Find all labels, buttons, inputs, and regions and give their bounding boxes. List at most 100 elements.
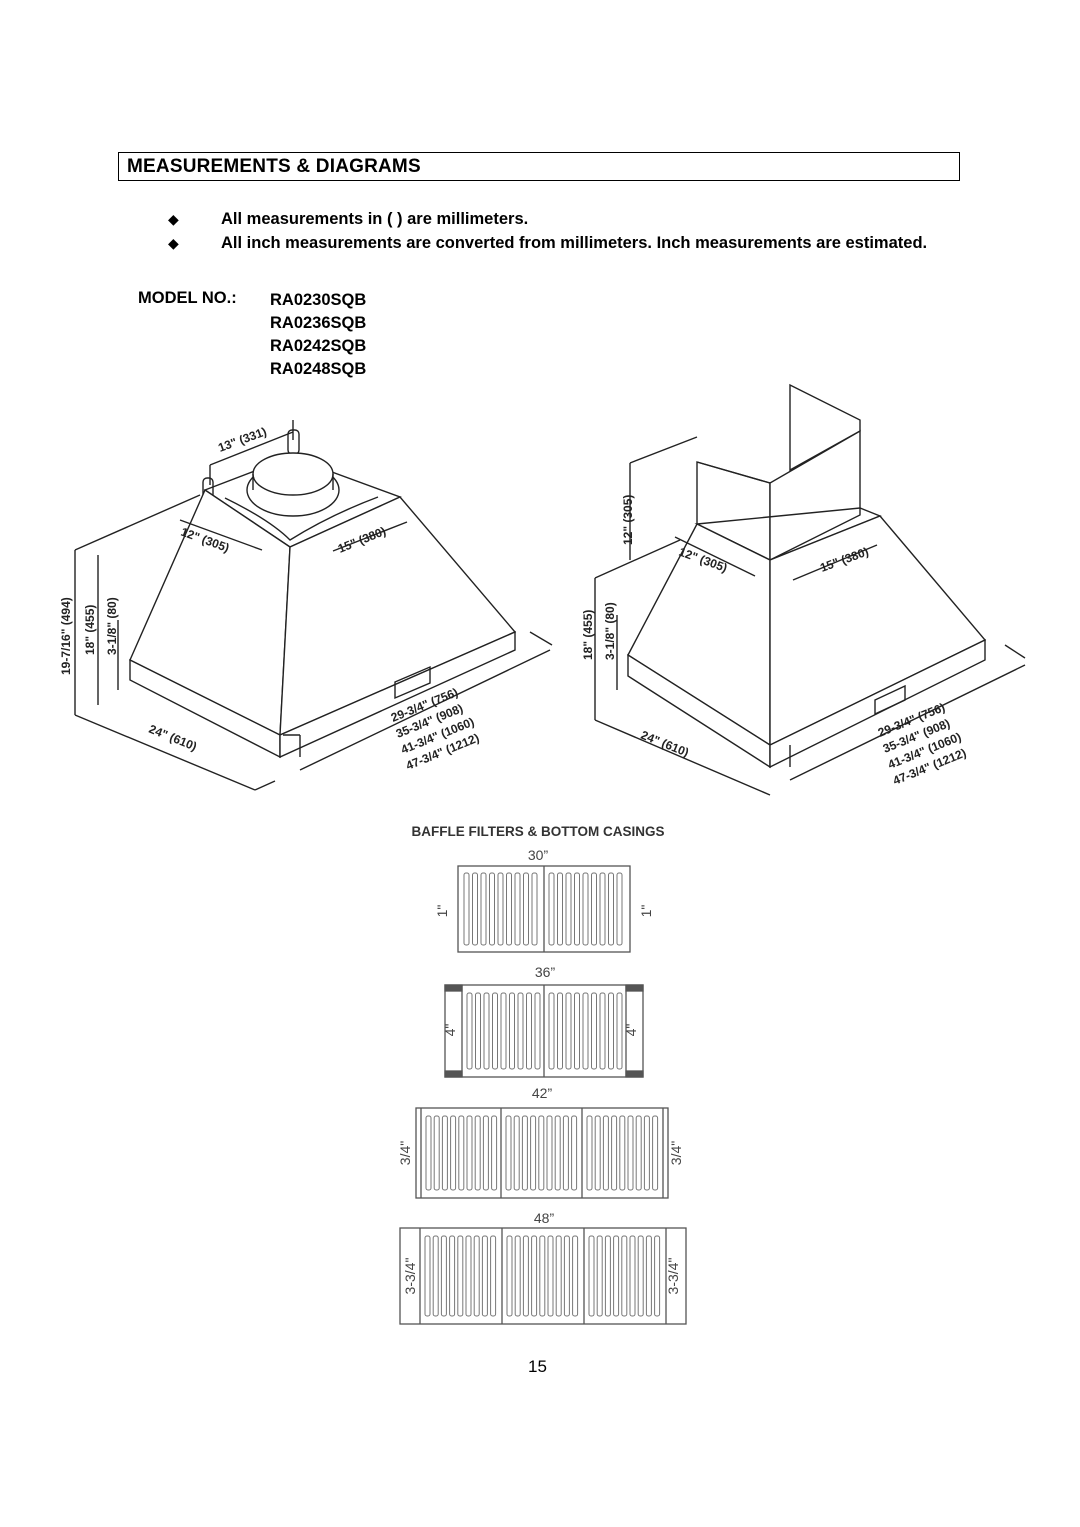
baffle-slot — [635, 1115, 642, 1191]
filter-side-label: 4" — [623, 1024, 639, 1037]
baffle-slot — [565, 992, 572, 1070]
baffle-slot — [616, 992, 623, 1070]
baffle-slot — [602, 1115, 609, 1191]
filter-width-label: 36” — [535, 964, 556, 980]
baffle-slot — [571, 1115, 578, 1191]
filter-side-label: 3/4" — [397, 1141, 413, 1165]
baffle-slot — [604, 1235, 611, 1317]
dimension-label: 12" (305) — [621, 495, 635, 545]
baffle-slot — [481, 1235, 488, 1317]
note-text: All inch measurements are converted from… — [221, 234, 928, 252]
baffle-slot — [513, 1115, 520, 1191]
baffle-slot — [514, 1235, 521, 1317]
baffle-slot — [474, 1115, 481, 1191]
baffle-slot — [608, 992, 614, 1070]
baffle-slot — [463, 872, 470, 946]
baffle-slot — [466, 1115, 473, 1191]
baffle-slot — [562, 1115, 569, 1191]
baffle-slot — [611, 1115, 618, 1191]
baffle-slot — [424, 1235, 431, 1317]
baffle-slot — [539, 1235, 546, 1317]
baffle-slot — [465, 1235, 472, 1317]
baffle-slot — [565, 872, 572, 946]
baffle-slot — [596, 1235, 603, 1317]
baffle-slot — [594, 1115, 601, 1191]
dimension-label: 19-7/16" (494) — [59, 597, 73, 675]
baffle-slot — [521, 1115, 528, 1191]
section-title: MEASUREMENTS & DIAGRAMS — [127, 156, 421, 177]
baffle-slot — [425, 1115, 432, 1191]
dimension-label: 3-1/8" (80) — [603, 602, 617, 660]
model-list: RA0230SQB RA0236SQB RA0242SQB RA0248SQB — [270, 289, 366, 381]
section-header: MEASUREMENTS & DIAGRAMS — [118, 152, 960, 181]
baffle-slot — [450, 1115, 457, 1191]
baffle-slot — [449, 1235, 456, 1317]
baffle-slot — [582, 872, 589, 946]
model-number: RA0248SQB — [270, 360, 367, 378]
filters-title: BAFFLE FILTERS & BOTTOM CASINGS — [412, 824, 665, 839]
baffle-slot — [654, 1235, 661, 1317]
baffle-slot — [548, 872, 555, 946]
baffle-slot — [538, 1115, 545, 1191]
baffle-slot — [483, 992, 490, 1070]
filter-width-label: 42” — [532, 1085, 553, 1101]
diamond-bullet-icon: ◆ — [168, 211, 179, 227]
baffle-slot — [441, 1115, 448, 1191]
baffle-slot — [546, 1115, 553, 1191]
baffle-slot — [588, 1235, 595, 1317]
model-number: RA0236SQB — [270, 314, 367, 332]
baffle-slot — [523, 872, 529, 946]
baffle-slot — [582, 992, 589, 1070]
baffle-slot — [574, 872, 580, 946]
filter-width-label: 48” — [534, 1210, 555, 1226]
page-number: 15 — [528, 1357, 547, 1376]
baffle-slot — [613, 1235, 620, 1317]
filter-width-label: 30” — [528, 847, 549, 863]
baffle-slot — [472, 872, 478, 946]
baffle-slot — [652, 1115, 659, 1191]
baffle-slot — [491, 1115, 498, 1191]
baffle-slot — [492, 992, 498, 1070]
baffle-slot — [482, 1115, 489, 1191]
baffle-slot — [517, 992, 524, 1070]
model-number: RA0230SQB — [270, 291, 367, 309]
filter-side-label: 1" — [434, 905, 450, 918]
baffle-slot — [522, 1235, 529, 1317]
model-number: RA0242SQB — [270, 337, 367, 355]
note-text: All measurements in ( ) are millimeters. — [221, 210, 529, 228]
filter-side-label: 3-3/4" — [402, 1258, 418, 1295]
baffle-slot — [480, 872, 487, 946]
baffle-slot — [514, 872, 521, 946]
baffle-slot — [433, 1115, 440, 1191]
baffle-filter-48 — [399, 1227, 687, 1325]
filter-side-label: 4" — [442, 1024, 458, 1037]
baffle-slot — [497, 872, 504, 946]
filter-side-label: 3/4" — [668, 1141, 684, 1165]
filter-side-label: 1" — [638, 905, 654, 918]
baffle-slot — [526, 992, 532, 1070]
baffle-slot — [506, 872, 512, 946]
baffle-slot — [473, 1235, 480, 1317]
baffle-slot — [534, 992, 541, 1070]
dimension-label: 3-1/8" (80) — [105, 597, 119, 655]
baffle-slot — [531, 872, 538, 946]
baffle-slot — [557, 872, 563, 946]
baffle-slot — [591, 872, 597, 946]
baffle-slot — [530, 1115, 537, 1191]
baffle-slot — [574, 992, 580, 1070]
baffle-slot — [475, 992, 481, 1070]
baffle-slot — [572, 1235, 579, 1317]
baffle-slot — [608, 872, 614, 946]
baffle-slot — [616, 872, 623, 946]
baffle-slot — [629, 1235, 636, 1317]
baffle-slot — [555, 1235, 562, 1317]
baffle-slot — [440, 1235, 447, 1317]
baffle-slot — [627, 1115, 634, 1191]
baffle-slot — [505, 1115, 512, 1191]
baffle-filter-30 — [457, 865, 631, 953]
baffle-slot — [643, 1115, 650, 1191]
baffle-slot — [509, 992, 515, 1070]
